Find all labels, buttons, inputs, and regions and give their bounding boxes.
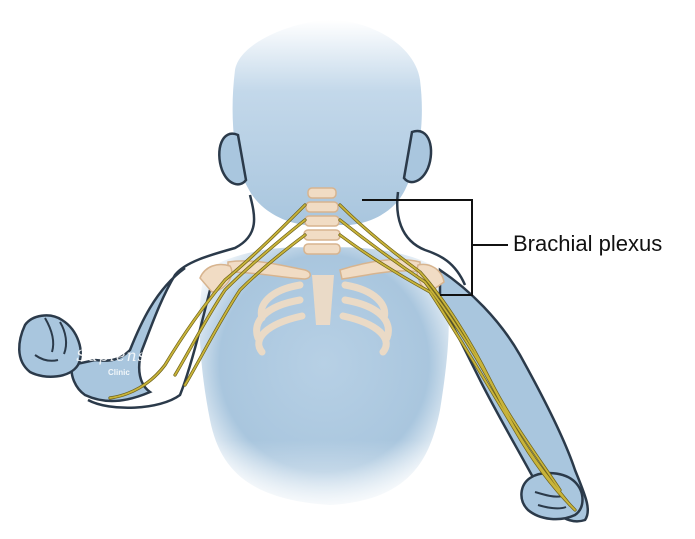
brachial-plexus-label: Brachial plexus <box>513 231 663 256</box>
left-arm <box>18 266 212 410</box>
callout-bracket <box>362 199 508 296</box>
cervical-vertebrae <box>303 187 341 255</box>
watermark-logo: Sapiens <box>76 346 147 365</box>
sternum <box>312 275 334 325</box>
ribcage <box>253 281 392 356</box>
body <box>174 20 467 505</box>
left-ear <box>218 132 248 186</box>
right-ear <box>402 129 433 184</box>
left-fist <box>18 314 82 378</box>
shoulder-line-left <box>174 194 256 276</box>
clavicles <box>199 258 445 293</box>
nerves <box>108 203 577 512</box>
watermark-subtext: Clinic <box>108 368 130 377</box>
left-shoulder-bone <box>199 263 233 293</box>
head <box>232 20 422 225</box>
shoulder-line-right <box>396 191 467 286</box>
right-shoulder-bone <box>416 263 445 293</box>
bottom-fade <box>180 440 480 539</box>
